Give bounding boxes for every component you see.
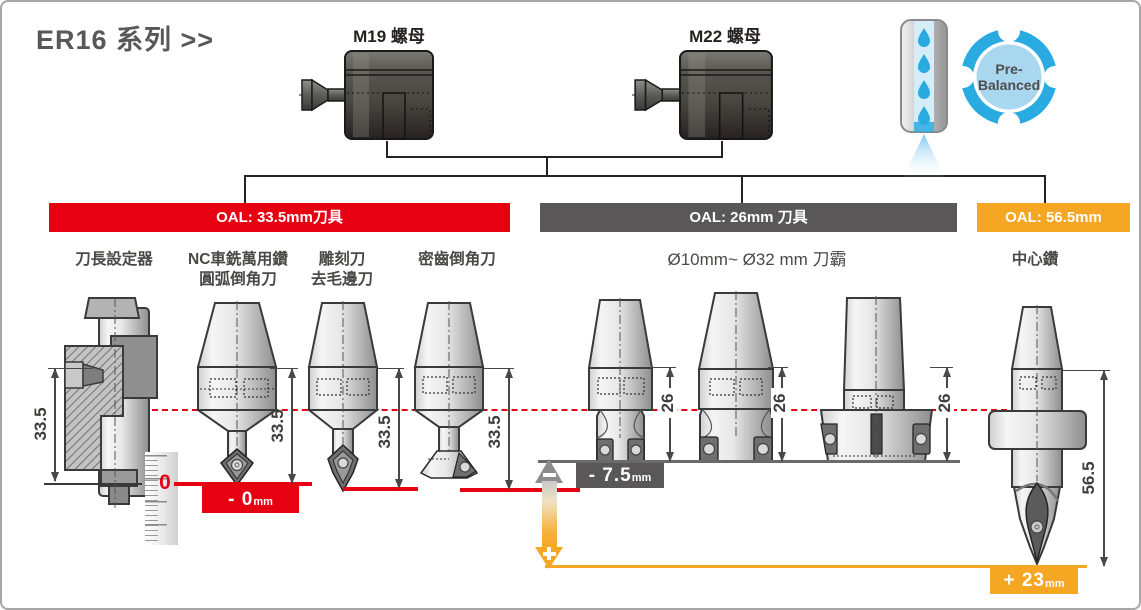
pre-balanced-text: Pre- Balanced — [958, 26, 1060, 128]
offset-unit: mm — [631, 472, 652, 484]
tool-center-drill-illustration — [988, 305, 1087, 567]
extension-line — [1062, 370, 1110, 371]
group-label-center-drill: 中心鑽 — [1011, 251, 1059, 268]
dimension-line-tool3 — [395, 368, 403, 489]
extension-line — [482, 368, 514, 369]
dimension-label-mill1: 26 — [658, 388, 677, 418]
tree-line — [546, 156, 548, 177]
tree-line — [721, 141, 723, 158]
nut-m22-label: M22 螺母 — [689, 27, 761, 46]
pre-balanced-line2: Balanced — [977, 77, 1041, 93]
group-label-line: NC車銑萬用鑽 — [188, 251, 288, 268]
dimension-label-tool1: 33.5 — [31, 407, 50, 441]
tool-facemill-illustration — [819, 296, 934, 462]
tool-length-setter-illustration — [64, 297, 158, 508]
ruler-ticks-long — [145, 455, 167, 542]
ruler-zero-mark: 0 — [159, 471, 171, 494]
dimension-label-tool2: 33.5 — [268, 409, 287, 443]
tool-nc-drill-illustration — [194, 301, 280, 487]
tree-line — [244, 175, 1046, 177]
group-label-length-setter: 刀長設定器 — [75, 251, 153, 268]
dimension-line-tool2 — [288, 368, 296, 484]
group-label-nc-drill: NC車銑萬用鑽 圓弧倒角刀 — [168, 250, 308, 290]
page-title: ER16 系列 >> — [36, 25, 215, 55]
zero-line-red-2 — [343, 487, 418, 491]
coolant-through-spray-icon — [900, 19, 948, 180]
dimension-line-tool1 — [51, 368, 59, 482]
pre-balanced-line1: Pre- — [995, 61, 1023, 77]
zero-line-red-3 — [460, 488, 580, 492]
tool-endmill-2-illustration — [697, 291, 775, 462]
group-label-chamfer: 密齒倒角刀 — [418, 251, 496, 268]
group-label-line: 圓弧倒角刀 — [199, 271, 277, 288]
tool-engraving-illustration — [306, 301, 380, 493]
offset-value: + 23 — [1003, 570, 1045, 591]
tree-line — [1044, 176, 1046, 204]
nut-m19-illustration — [299, 50, 434, 140]
baseline-26mm-gray — [538, 460, 960, 463]
dimension-line-tool4 — [505, 368, 513, 490]
dimension-label-drill: 56.5 — [1079, 461, 1098, 495]
dimension-label-tool3: 33.5 — [375, 415, 394, 449]
gauge-plane-dashed-line — [102, 409, 1007, 411]
tree-line — [386, 156, 723, 158]
offset-unit: mm — [253, 496, 273, 508]
tool-endmill-1-illustration — [587, 298, 654, 462]
baseline-tool1 — [44, 483, 142, 485]
ruler-scale — [145, 452, 178, 545]
oal-26-bar: OAL: 26mm 刀具 — [540, 203, 957, 232]
dimension-label-tool4: 33.5 — [485, 415, 504, 449]
tree-line — [741, 176, 743, 204]
oal-56-5-bar: OAL: 56.5mm — [977, 203, 1130, 232]
extension-line — [270, 368, 298, 369]
arrow-stem — [542, 481, 557, 548]
offset-value: - 0 — [228, 488, 254, 510]
tree-line — [244, 176, 246, 204]
group-label-line: 去毛邊刀 — [310, 271, 373, 288]
extension-line — [650, 367, 676, 368]
group-label-engraving: 雕刻刀 去毛邊刀 — [292, 250, 392, 290]
group-label-line: 雕刻刀 — [318, 251, 366, 268]
pre-balanced-badge-icon — [952, 20, 1066, 134]
group-label-mills: Ø10mm~ Ø32 mm 刀霸 — [667, 250, 847, 269]
extension-line — [376, 368, 404, 369]
nut-m22-illustration — [632, 50, 773, 140]
extension-line — [930, 367, 953, 368]
offset-unit: mm — [1044, 577, 1065, 590]
dimension-label-mill2: 26 — [770, 388, 789, 418]
plus-icon — [547, 547, 551, 560]
minus-icon — [543, 473, 556, 477]
tool-chamfer-illustration — [411, 301, 487, 479]
baseline-56mm-orange — [545, 565, 1087, 568]
extension-line — [48, 368, 93, 369]
tree-line — [386, 141, 388, 158]
zero-line-red-1 — [174, 482, 312, 486]
dimension-label-mill3: 26 — [935, 388, 954, 418]
up-arrow-icon — [535, 459, 563, 483]
oal-33-5-bar: OAL: 33.5mm刀具 — [49, 203, 510, 232]
nut-m19-label: M19 螺母 — [353, 27, 425, 46]
offset-value: - 7.5 — [588, 464, 632, 486]
dimension-line-drill — [1100, 370, 1108, 567]
